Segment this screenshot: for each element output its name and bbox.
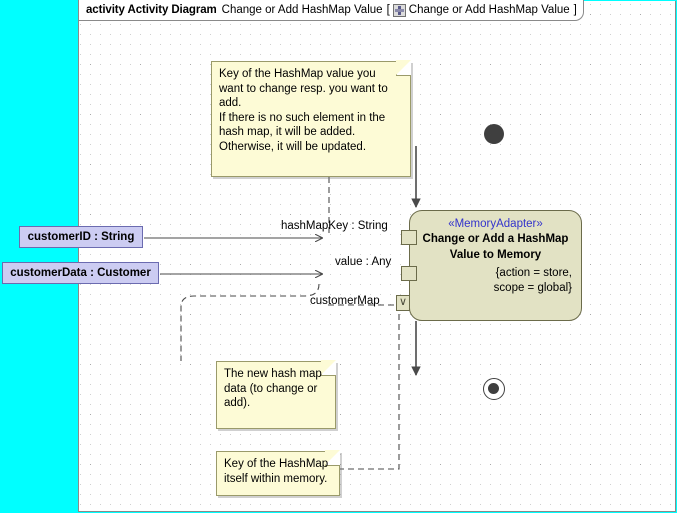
note-line: add. (219, 97, 242, 109)
note-line: Key of the HashMap (224, 458, 329, 470)
initial-node[interactable] (484, 124, 504, 144)
input-pin-value[interactable] (401, 266, 417, 281)
note-line: want to change resp. you want to (219, 82, 388, 95)
pin-label-value: value : Any (335, 256, 392, 268)
activity-diagram-frame[interactable]: Key of the HashMap value you want to cha… (78, 1, 676, 512)
frame-diagram-name: Change or Add HashMap Value (221, 4, 383, 16)
note-line: The new hash map (224, 368, 322, 380)
note-text: The new hash map data (to change or add)… (224, 367, 328, 411)
activity-final-node[interactable] (483, 378, 505, 400)
frame-bracket-open: [ (386, 4, 390, 16)
note-line: hash map, it will be added. (219, 126, 356, 138)
chevron-down-icon: ∨ (398, 296, 408, 308)
pin-label-customermap: customerMap (310, 295, 380, 307)
frame-keyword: activity Activity Diagram (86, 4, 217, 16)
note-hashmap-key-description[interactable]: Key of the HashMap value you want to cha… (211, 60, 411, 177)
input-pin-customermap[interactable]: ∨ (396, 295, 410, 311)
input-pin-hashmapkey[interactable] (401, 230, 417, 245)
note-line: itself within memory. (224, 472, 328, 485)
pin-label-hashmapkey: hashMapKey : String (281, 220, 388, 232)
note-hashmap-key-in-memory[interactable]: Key of the HashMap itself within memory. (216, 450, 340, 496)
action-property-line-2: scope = global} (493, 281, 572, 294)
note-text: Key of the HashMap itself within memory. (224, 457, 332, 486)
note-line: If there is no such element in the (219, 111, 386, 124)
note-line: data (to change or (224, 382, 318, 395)
action-node-change-or-add-hashmap-value[interactable]: «MemoryAdapter» Change or Add a HashMap … (409, 210, 582, 321)
activity-parameter-icon (392, 3, 406, 17)
note-line: add). (224, 397, 251, 409)
note-line: Otherwise, it will be updated. (219, 140, 367, 153)
note-new-hash-map-data[interactable]: The new hash map data (to change or add)… (216, 360, 336, 429)
frame-bracket-close: ] (573, 4, 577, 16)
activity-parameter-node-customerdata[interactable]: customerData : Customer (2, 262, 159, 284)
action-title-line-1: Change or Add a HashMap (422, 233, 569, 245)
action-title-line-2: Value to Memory (449, 248, 542, 261)
note-line: Key of the HashMap value you (219, 68, 376, 80)
activity-parameter-node-customerid[interactable]: customerID : String (19, 226, 143, 248)
frame-parameter-name: Change or Add HashMap Value (408, 4, 570, 16)
diagram-frame-title-tab[interactable]: activity Activity Diagram Change or Add … (78, 0, 584, 21)
note-fold-icon (396, 60, 411, 76)
note-text: Key of the HashMap value you want to cha… (219, 67, 403, 154)
action-stereotype: «MemoryAdapter» (448, 218, 543, 230)
action-property-line-1: {action = store, (495, 267, 572, 279)
